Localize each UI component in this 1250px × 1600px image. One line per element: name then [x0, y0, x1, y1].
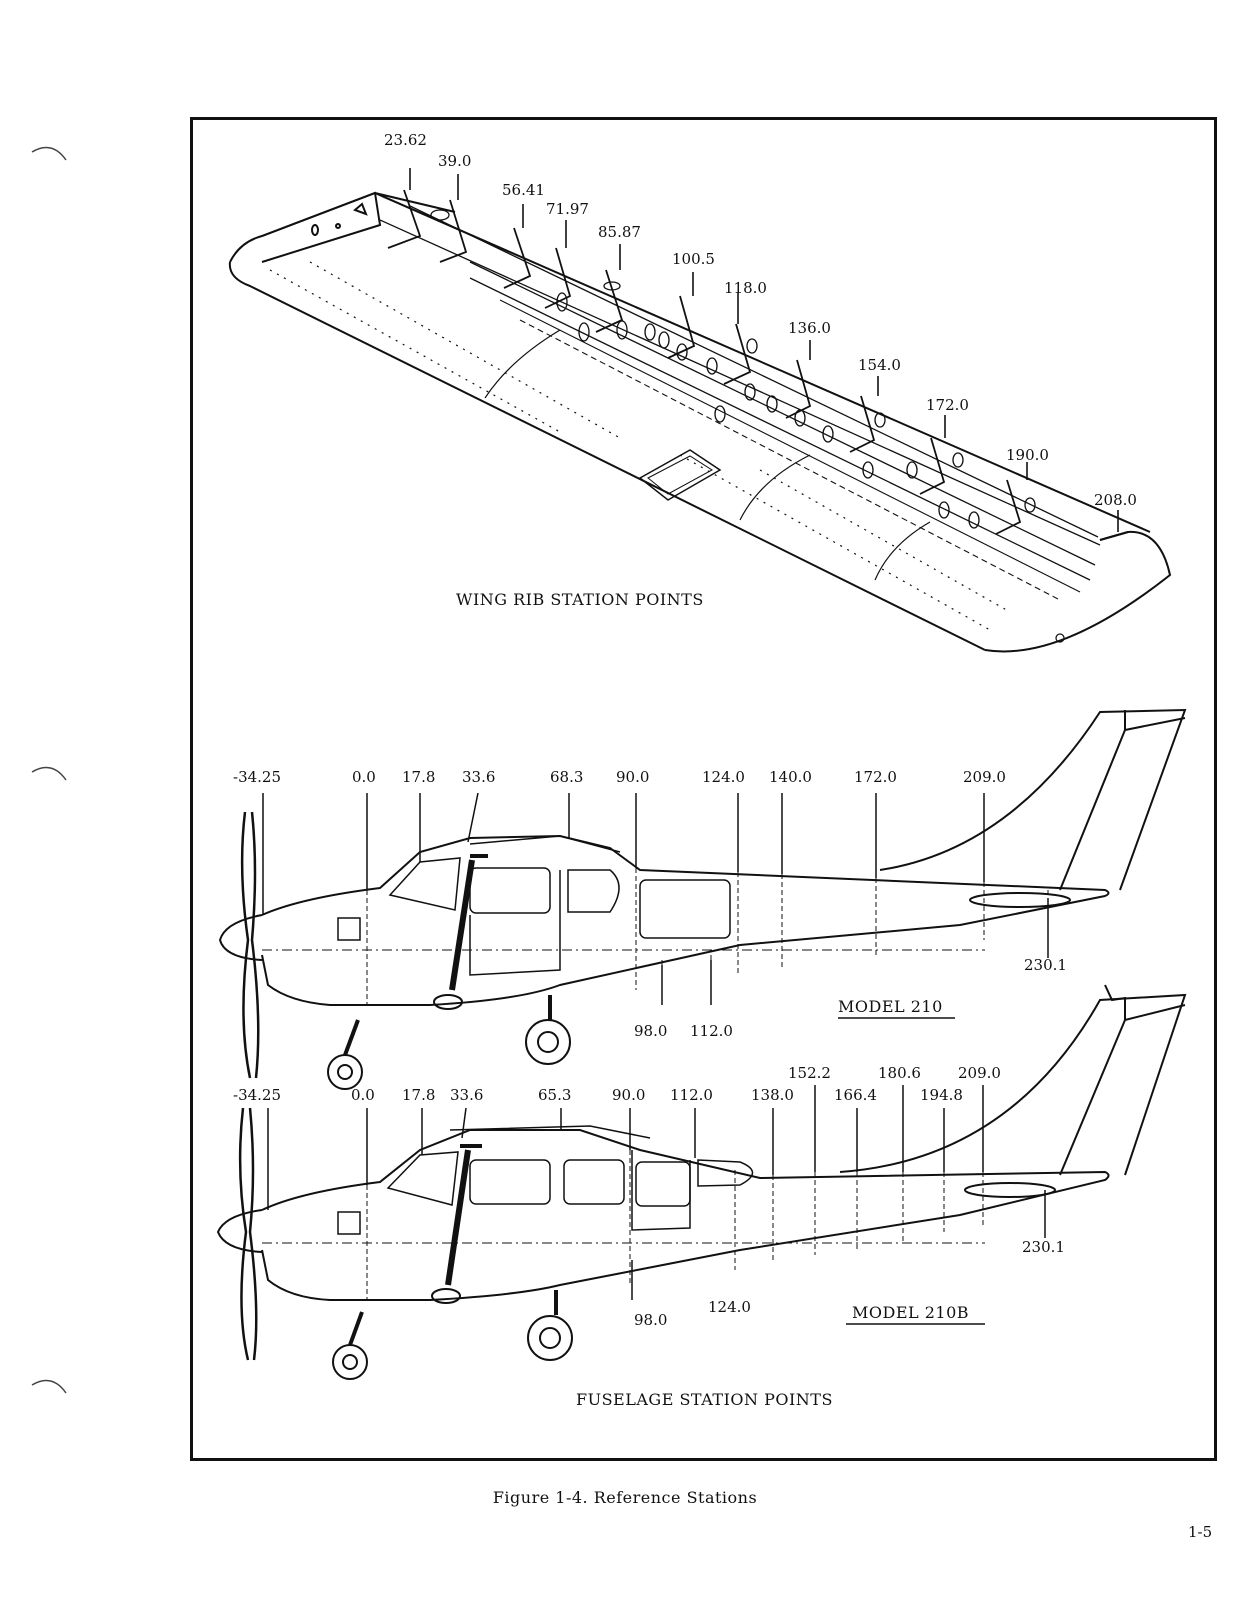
m210-station-label: 112.0 — [690, 1022, 733, 1040]
m210-station-label: 230.1 — [1024, 956, 1067, 974]
wing-station-label: 190.0 — [1006, 446, 1049, 464]
page-number: 1-5 — [1188, 1523, 1213, 1541]
wing-title: WING RIB STATION POINTS — [456, 590, 704, 609]
m210-station-label: -34.25 — [233, 768, 281, 786]
m210b-station-label: 112.0 — [670, 1086, 713, 1104]
model-210-drawing — [218, 708, 1187, 1090]
m210b-station-label: 33.6 — [450, 1086, 483, 1104]
m210b-station-label: 65.3 — [538, 1086, 571, 1104]
m210b-station-label: 180.6 — [878, 1064, 921, 1082]
figure-frame — [190, 117, 1217, 1461]
model-210-name: MODEL 210 — [838, 997, 943, 1016]
m210-station-label: 0.0 — [352, 768, 376, 786]
m210-station-label: 140.0 — [769, 768, 812, 786]
m210b-station-label: 90.0 — [612, 1086, 645, 1104]
wing-station-label: 85.87 — [598, 223, 641, 241]
wing-station-label: 39.0 — [438, 152, 471, 170]
m210b-station-label: 0.0 — [351, 1086, 375, 1104]
m210b-station-label: 230.1 — [1022, 1238, 1065, 1256]
wing-station-label: 136.0 — [788, 319, 831, 337]
m210b-station-label: 98.0 — [634, 1311, 667, 1329]
m210-station-label: 98.0 — [634, 1022, 667, 1040]
wing-station-label: 71.97 — [546, 200, 589, 218]
wing-station-label: 208.0 — [1094, 491, 1137, 509]
m210-station-label: 33.6 — [462, 768, 495, 786]
m210b-station-label: -34.25 — [233, 1086, 281, 1104]
binder-holes — [31, 146, 67, 1394]
wing-station-label: 154.0 — [858, 356, 901, 374]
model-210b-name: MODEL 210B — [852, 1303, 969, 1322]
wing-station-label: 118.0 — [724, 279, 767, 297]
wing-station-label: 100.5 — [672, 250, 715, 268]
wing-station-label: 23.62 — [384, 131, 427, 149]
m210b-station-label: 209.0 — [958, 1064, 1001, 1082]
wing-station-label: 172.0 — [926, 396, 969, 414]
figure-caption: Figure 1-4. Reference Stations — [492, 1488, 758, 1507]
m210-station-label: 209.0 — [963, 768, 1006, 786]
wing-drawing — [228, 168, 1172, 653]
fuselage-title: FUSELAGE STATION POINTS — [576, 1390, 833, 1409]
wing-station-label: 56.41 — [502, 181, 545, 199]
m210-station-label: 68.3 — [550, 768, 583, 786]
m210b-station-label: 152.2 — [788, 1064, 831, 1082]
m210-station-label: 124.0 — [702, 768, 745, 786]
model-210b-drawing — [216, 984, 1187, 1380]
m210b-station-label: 138.0 — [751, 1086, 794, 1104]
m210-station-label: 172.0 — [854, 768, 897, 786]
m210-station-label: 90.0 — [616, 768, 649, 786]
m210b-station-label: 17.8 — [402, 1086, 435, 1104]
m210b-station-label: 124.0 — [708, 1298, 751, 1316]
m210b-station-label: 194.8 — [920, 1086, 963, 1104]
m210-station-label: 17.8 — [402, 768, 435, 786]
m210b-station-label: 166.4 — [834, 1086, 877, 1104]
